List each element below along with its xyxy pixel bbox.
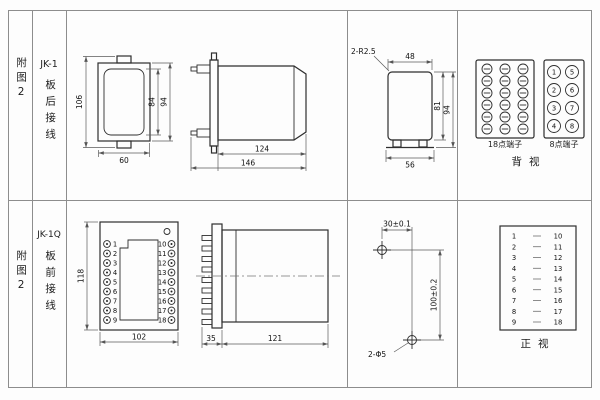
jk1-front-view: 106 84 94 60 [75,55,173,165]
figure-label-row1: 附图2 [15,57,28,102]
wiring-label-front: 板前接线 [44,250,57,316]
table-number: 16 [554,297,563,305]
jk1-end-view: 2-R2.5 48 81 94 56 [351,47,456,170]
rear-terminal-blocks: 1 5 2 6 3 7 4 8 [475,59,585,139]
dim-60: 60 [119,156,129,165]
terminal-number: 6 [113,288,117,296]
dim-84: 84 [148,97,157,107]
model-label-jk1: JK-1 [40,59,58,70]
table-number: 10 [554,233,563,241]
terminal-number: 1 [552,69,556,77]
jk1q-side-view: 35 121 [196,223,340,348]
dim-hole-spacing-x: 30±0.1 [383,220,411,229]
table-number: 7 [512,297,516,305]
dim-hole-spacing-y: 100±0.2 [430,279,439,312]
terminal-screws [201,235,213,325]
terminal-number: 5 [113,278,117,286]
table-number: 13 [554,265,563,273]
label-8pt-terminals: 8点端子 [549,140,579,149]
dim-94b: 94 [443,105,452,115]
table-number: 3 [512,254,516,262]
terminal-number: 3 [113,259,117,267]
terminal-number: 17 [158,307,167,315]
terminal-block-8pt [547,65,579,133]
table-number: 12 [554,254,563,262]
mounting-hole-pattern: 30±0.1 100±0.2 2-Φ5 [368,220,444,359]
dim-124: 124 [255,145,270,154]
terminal-number: 18 [158,316,167,324]
dim-94: 94 [160,97,169,107]
model-label-jk1q: JK-1Q [37,230,61,240]
terminal-number: 4 [552,123,556,131]
figure-label-row2: 附图2 [15,250,28,295]
table-number: 1 [512,233,516,241]
wiring-label-rear: 板后接线 [44,79,57,145]
terminal-number: 14 [158,278,167,286]
terminal-number: 3 [552,105,556,113]
note-corner-radius: 2-R2.5 [351,47,376,56]
dim-102: 102 [132,333,147,342]
dim-81: 81 [433,101,442,111]
right-terminal-circles [167,240,176,324]
dim-121: 121 [268,334,283,343]
dim-118: 118 [77,269,86,284]
table-number: 8 [512,308,516,316]
dim-35: 35 [206,334,216,343]
dim-48: 48 [405,52,415,61]
table-number: 17 [554,308,563,316]
terminal-number: 11 [158,250,167,258]
table-number: 14 [554,276,563,284]
table-number: 6 [512,286,516,294]
terminal-number: 8 [113,307,117,315]
terminal-number: 9 [113,316,117,324]
table-number: 15 [554,286,563,294]
terminal-number: 10 [158,240,167,248]
table-number: 4 [512,265,516,273]
terminal-number: 5 [570,69,574,77]
table-number: 5 [512,276,516,284]
table-number: 11 [554,243,563,251]
terminal-number-table: 1 2 3 4 5 6 7 8 9 10 11 12 13 14 15 16 1… [499,225,577,331]
jk1q-front-view: 1 2 3 4 5 6 7 8 9 10 11 12 13 14 15 16 1… [77,221,179,346]
front-view-label: 正视 [520,338,556,350]
terminal-number: 13 [158,269,167,277]
terminal-number: 2 [552,87,556,95]
terminal-number: 7 [113,297,117,305]
table-number: 9 [512,319,516,327]
jk1-side-view: 124 146 [190,52,307,171]
terminal-block-18pt [481,63,529,135]
dim-146: 146 [241,159,256,168]
label-18pt-terminals: 18点端子 [487,140,523,149]
terminal-number: 16 [158,297,167,305]
terminal-number: 4 [113,269,117,277]
terminal-number: 12 [158,259,167,267]
table-grid [8,10,592,388]
dim-106: 106 [75,95,84,110]
table-number: 18 [554,319,563,327]
table-number: 2 [512,243,516,251]
table-ticks [533,235,541,323]
terminal-number: 15 [158,288,167,296]
rear-view-label: 背视 [511,156,547,168]
terminal-number: 8 [570,123,574,131]
terminal-number: 6 [570,87,574,95]
left-terminal-circles [103,240,111,324]
terminal-number: 7 [570,105,574,113]
terminal-number: 1 [113,240,117,248]
terminal-number: 2 [113,250,117,258]
dim-56: 56 [405,161,415,170]
note-hole-diameter: 2-Φ5 [368,350,386,359]
